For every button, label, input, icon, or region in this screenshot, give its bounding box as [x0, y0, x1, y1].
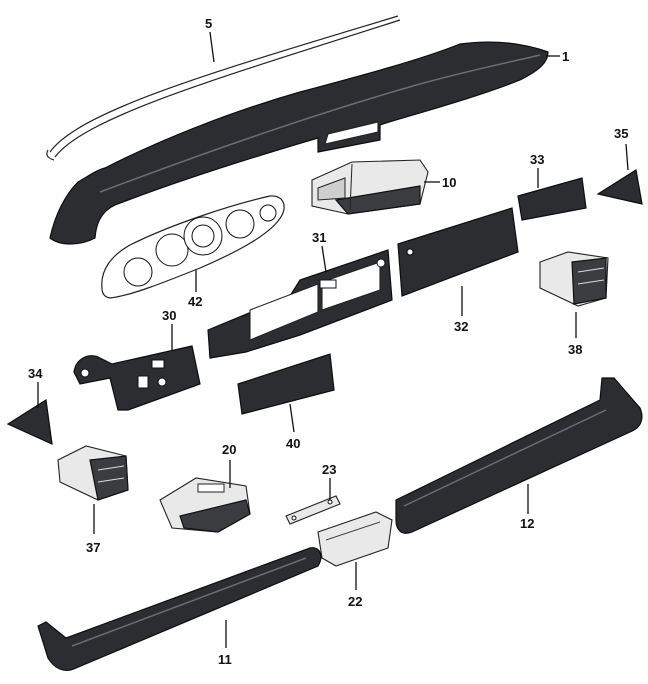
part-11-left-knee-pad [37, 547, 322, 671]
callout-35: 35 [614, 126, 628, 141]
part-32-glovebox-door [397, 207, 519, 297]
callout-42: 42 [188, 294, 202, 309]
part-37-left-air-vent [57, 445, 129, 501]
part-34-left-corner-cap [6, 398, 53, 445]
part-10-console-housing [311, 159, 429, 215]
callout-38: 38 [568, 342, 582, 357]
part-5-trim-strip [46, 15, 401, 161]
part-23-bracket [285, 495, 341, 525]
callout-32: 32 [454, 319, 468, 334]
part-38-right-air-vent [539, 251, 609, 307]
part-12-right-knee-pad [395, 377, 643, 534]
part-20-tray-housing [159, 477, 251, 533]
callout-labels: 1 5 10 11 12 20 22 23 30 31 32 33 34 35 … [28, 16, 628, 667]
callout-31: 31 [312, 230, 326, 245]
callout-37: 37 [86, 540, 100, 555]
callout-12: 12 [520, 516, 534, 531]
part-40-tray-cover [237, 353, 335, 415]
callout-22: 22 [348, 594, 362, 609]
callout-40: 40 [286, 436, 300, 451]
part-33-end-panel [517, 177, 587, 221]
part-22-glovebox-bin [317, 511, 393, 567]
part-35-right-corner-cap [596, 169, 643, 205]
callout-30: 30 [162, 308, 176, 323]
part-1-dashboard-pad [49, 41, 549, 245]
callout-1: 1 [562, 49, 569, 64]
callout-5: 5 [205, 16, 212, 31]
callout-20: 20 [222, 442, 236, 457]
callout-34: 34 [28, 366, 43, 381]
callout-23: 23 [322, 462, 336, 477]
leader-lines [37, 31, 629, 648]
callout-10: 10 [442, 175, 456, 190]
part-31-center-trim-panel [207, 249, 393, 359]
callout-33: 33 [530, 152, 544, 167]
part-42-gauge-bezel [101, 195, 285, 299]
callout-11: 11 [218, 652, 232, 667]
part-30-left-trim-panel [73, 345, 201, 411]
